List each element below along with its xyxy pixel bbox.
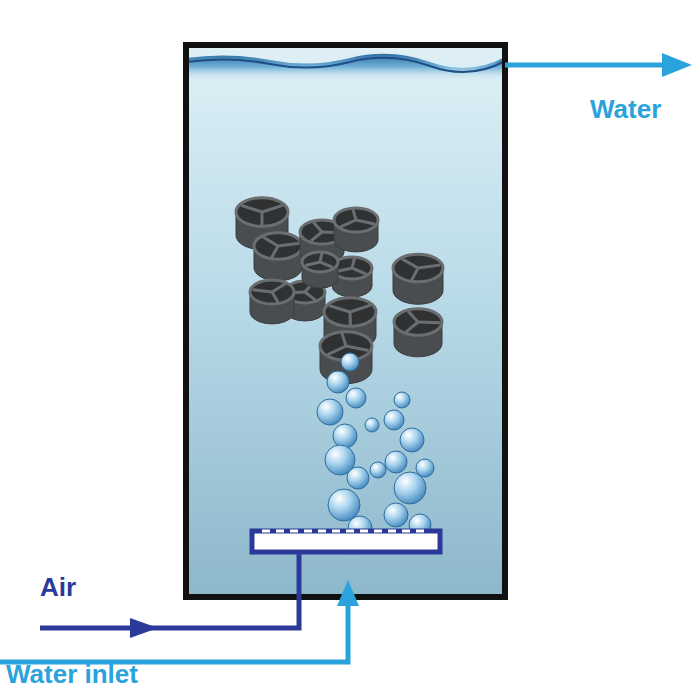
air-bubble — [317, 399, 343, 425]
carrier-spoke — [313, 222, 322, 232]
air-bubble — [400, 428, 424, 452]
carrier-spoke — [402, 259, 418, 268]
carrier-rim — [250, 280, 294, 304]
media-carrier — [393, 254, 443, 304]
carrier-spoke — [352, 258, 355, 268]
carrier-spoke — [261, 212, 264, 225]
carrier-spoke — [346, 346, 369, 351]
carrier-spoke — [241, 205, 262, 212]
air-bubble — [394, 392, 410, 408]
carrier-rim — [236, 198, 288, 227]
carrier-spoke — [311, 232, 322, 241]
carrier-rim — [302, 252, 338, 272]
carrier-spoke — [320, 262, 333, 267]
air-bubble — [384, 503, 408, 527]
air-bubble — [346, 388, 366, 408]
carrier-spoke — [329, 306, 350, 312]
carrier-rim — [254, 233, 302, 259]
air-bubble — [394, 472, 426, 504]
air-bubble — [384, 410, 404, 430]
carrier-rim — [394, 309, 442, 335]
media-carrier — [250, 280, 294, 324]
carrier-rim — [324, 298, 376, 327]
carrier-spoke — [340, 220, 356, 227]
carrier-spoke — [305, 262, 320, 265]
air-bubble — [416, 459, 434, 477]
water-outlet-pipe — [505, 63, 665, 68]
carrier-spoke — [352, 268, 366, 274]
carrier-spoke — [328, 346, 346, 355]
air-bubble — [370, 462, 386, 478]
carrier-spoke — [418, 265, 440, 268]
water-outlet-arrowhead — [662, 53, 692, 77]
air-bubble — [341, 353, 359, 371]
carrier-spoke — [272, 284, 285, 292]
carrier-spoke — [406, 322, 418, 332]
inlet-label: Water inlet — [6, 659, 138, 689]
air-bubble — [327, 371, 349, 393]
outlet-label: Water — [590, 94, 661, 124]
air-bubble — [328, 489, 360, 521]
carrier-spoke — [262, 205, 283, 212]
water-inlet-pipe — [0, 604, 348, 662]
media-carriers — [236, 198, 443, 384]
carrier-spoke — [278, 243, 299, 246]
air-diffuser — [252, 531, 440, 552]
media-carrier — [254, 233, 302, 281]
media-carrier — [394, 309, 442, 357]
media-carrier — [334, 208, 378, 252]
carrier-spoke — [349, 312, 352, 325]
air-bubble — [333, 424, 357, 448]
carrier-spoke — [252, 290, 272, 292]
air-bubble — [347, 467, 369, 489]
carrier-spoke — [356, 220, 375, 224]
carrier-spoke — [272, 292, 278, 303]
air-bubbles — [317, 353, 434, 554]
tank-wall — [186, 45, 505, 597]
carrier-spoke — [272, 246, 278, 258]
carrier-spoke — [320, 253, 322, 262]
tank-water — [186, 45, 505, 597]
air-label: Air — [40, 572, 76, 602]
carrier-spoke — [412, 268, 418, 280]
air-bubble — [365, 418, 379, 432]
water-inlet-arrowhead — [337, 580, 359, 606]
media-carrier — [302, 252, 338, 288]
air-pipe — [40, 554, 299, 628]
carrier-spoke — [353, 209, 356, 220]
water-surface-line — [186, 58, 505, 72]
carrier-rim — [393, 254, 443, 282]
carrier-spoke — [408, 311, 418, 322]
carrier-spoke — [305, 292, 315, 300]
carrier-spoke — [418, 321, 440, 325]
diffuser-holes — [262, 530, 430, 533]
water-surface — [186, 54, 505, 80]
carrier-spoke — [350, 305, 371, 312]
carrier-rim — [334, 208, 378, 232]
air-bubble — [385, 451, 407, 473]
air-arrowhead — [130, 618, 158, 638]
carrier-spoke — [342, 333, 346, 346]
carrier-spoke — [263, 237, 278, 246]
